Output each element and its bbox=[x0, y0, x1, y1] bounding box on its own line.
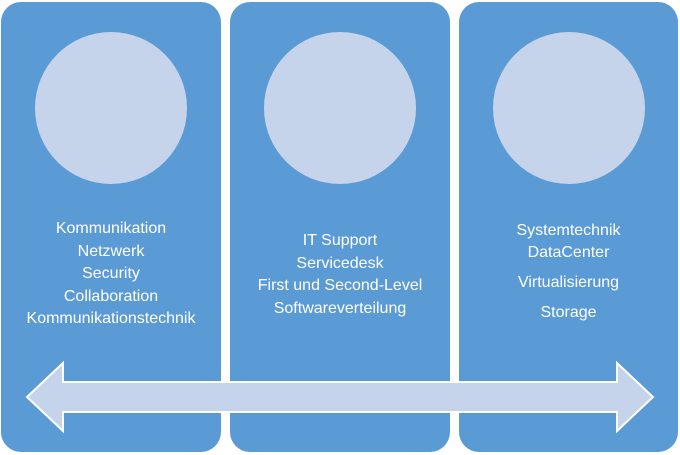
column-item: Systemtechnik bbox=[516, 222, 621, 239]
column-item: Softwareverteilung bbox=[273, 299, 407, 317]
circle-placeholder-3 bbox=[492, 32, 645, 184]
column-item: Collaboration bbox=[63, 287, 159, 305]
column-items-2: IT Support Servicedesk First und Second-… bbox=[230, 230, 450, 320]
column-item: IT Support bbox=[302, 232, 378, 249]
circle-placeholder-2 bbox=[264, 32, 416, 184]
circle-placeholder-1 bbox=[35, 32, 187, 184]
column-item: DataCenter bbox=[527, 244, 610, 261]
column-item: Virtualisierung bbox=[517, 274, 620, 291]
column-item: Netzwerk bbox=[77, 242, 145, 260]
column-panel-1: Kommunikation Netzwerk Security Collabor… bbox=[1, 2, 221, 452]
column-item: Servicedesk bbox=[296, 254, 384, 272]
column-item: First und Second-Level bbox=[257, 277, 423, 294]
column-panel-2: IT Support Servicedesk First und Second-… bbox=[230, 2, 450, 452]
column-panel-3: Systemtechnik DataCenter Virtualisierung… bbox=[459, 2, 678, 452]
column-item: Security bbox=[82, 265, 140, 282]
column-items-3: Systemtechnik DataCenter Virtualisierung… bbox=[459, 220, 678, 332]
column-item: Kommunikationstechnik bbox=[26, 310, 196, 327]
column-item: Storage bbox=[540, 304, 597, 321]
column-item: Kommunikation bbox=[55, 220, 167, 237]
column-items-1: Kommunikation Netzwerk Security Collabor… bbox=[1, 218, 221, 331]
